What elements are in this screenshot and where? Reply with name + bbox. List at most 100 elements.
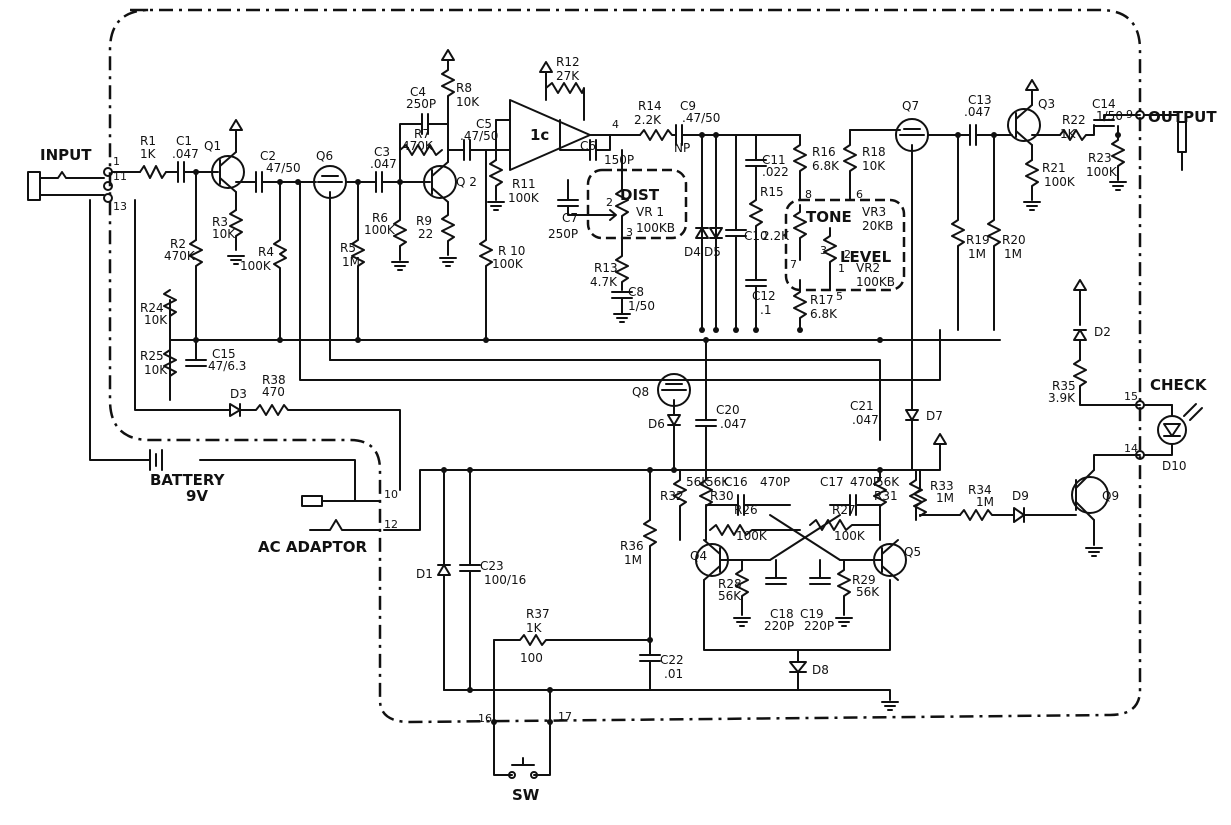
label-r37: R37 bbox=[526, 607, 550, 621]
ac-adaptor-label: AC ADAPTOR bbox=[258, 538, 367, 556]
label-r8v: 10K bbox=[456, 95, 480, 109]
tone-pin-8: 8 bbox=[805, 188, 812, 201]
label-r2v: 470K bbox=[164, 249, 196, 263]
label-r36v: 1M bbox=[624, 553, 642, 567]
label-c8v: 1/50 bbox=[628, 299, 655, 313]
label-r11v: 100K bbox=[508, 191, 540, 205]
label-c13: C13 bbox=[968, 93, 992, 107]
label-r5: R5 bbox=[340, 241, 356, 255]
label-r22v: 1K bbox=[1060, 127, 1077, 141]
label-r29: R29 bbox=[852, 573, 876, 587]
terminal-15: 15 bbox=[1124, 390, 1138, 403]
label-r4v: 100K bbox=[240, 259, 272, 273]
label-r12: R12 bbox=[556, 55, 580, 69]
label-c1v: .047 bbox=[172, 147, 199, 161]
label-r36: R36 bbox=[620, 539, 644, 553]
label-c22: C22 bbox=[660, 653, 684, 667]
label-r31: R31 bbox=[874, 489, 898, 503]
label-r30: R30 bbox=[710, 489, 734, 503]
label-r11: R11 bbox=[512, 177, 536, 191]
label-r10: R 10 bbox=[498, 244, 525, 258]
label-r23: R23 bbox=[1088, 151, 1112, 165]
vr1-pin-3: 3 bbox=[626, 226, 633, 239]
vr2-pin-3: 3 bbox=[820, 244, 827, 257]
label-c4: C4 bbox=[410, 85, 426, 99]
label-c5: C5 bbox=[476, 117, 492, 131]
ic-label: 1c bbox=[530, 126, 549, 144]
label-c18: C18 bbox=[770, 607, 794, 621]
opamp-ic1 bbox=[509, 99, 591, 171]
label-r37v: 1K bbox=[526, 621, 543, 635]
label-c10: C10 bbox=[744, 229, 768, 243]
level-label: LEVEL bbox=[840, 248, 892, 266]
tone-pin-5: 5 bbox=[836, 290, 843, 303]
label-c20v: .047 bbox=[720, 417, 747, 431]
label-d7: D7 bbox=[926, 409, 943, 423]
label-q5: Q5 bbox=[904, 545, 921, 559]
label-r4: R4 bbox=[258, 245, 274, 259]
terminal-17: 17 bbox=[558, 710, 572, 723]
ac-adaptor-jack bbox=[301, 495, 381, 531]
vr2-value: 100KB bbox=[856, 275, 895, 289]
label-d3: D3 bbox=[230, 387, 247, 401]
input-jack bbox=[27, 167, 113, 203]
label-c4v: 250P bbox=[406, 97, 436, 111]
label-d2: D2 bbox=[1094, 325, 1111, 339]
label-q1: Q1 bbox=[204, 139, 221, 153]
label-c12: C12 bbox=[752, 289, 776, 303]
label-r22: R22 bbox=[1062, 113, 1086, 127]
label-r33v: 1M bbox=[936, 491, 954, 505]
label-d9: D9 bbox=[1012, 489, 1029, 503]
label-r6: R6 bbox=[372, 211, 388, 225]
label-r8: R8 bbox=[456, 81, 472, 95]
label-r35v: 3.9K bbox=[1048, 391, 1076, 405]
led-d10 bbox=[1143, 403, 1203, 456]
battery-voltage: 9V bbox=[186, 487, 208, 505]
battery-label: BATTERY bbox=[150, 471, 226, 489]
terminal-16: 16 bbox=[478, 712, 492, 725]
label-d8: D8 bbox=[812, 663, 829, 677]
label-r7: R7 bbox=[414, 127, 430, 141]
label-r29v: 56K bbox=[856, 585, 880, 599]
label-q2: Q 2 bbox=[456, 175, 477, 189]
transistor-q9 bbox=[1071, 469, 1109, 521]
label-r17v: 6.8K bbox=[810, 307, 838, 321]
label-r7v: 470K bbox=[402, 139, 434, 153]
label-c14: C14 bbox=[1092, 97, 1116, 111]
transistor-q3 bbox=[1007, 104, 1041, 146]
label-r3v: 10K bbox=[212, 227, 236, 241]
label-r15v: 2.2K bbox=[762, 229, 790, 243]
input-label: INPUT bbox=[40, 146, 92, 164]
terminal-9: 9 bbox=[1126, 108, 1133, 121]
label-r35: R35 bbox=[1052, 379, 1076, 393]
label-r32v: 56K bbox=[686, 475, 710, 489]
check-label: CHECK bbox=[1150, 376, 1208, 394]
label-q3: Q3 bbox=[1038, 97, 1055, 111]
label-c8: C8 bbox=[628, 285, 644, 299]
vr1-pin-2: 2 bbox=[606, 196, 613, 209]
label-r12v: 27K bbox=[556, 69, 580, 83]
vr3-label: VR3 bbox=[862, 205, 886, 219]
label-r28: R28 bbox=[718, 577, 742, 591]
label-r18v: 10K bbox=[862, 159, 886, 173]
footswitch bbox=[493, 639, 551, 779]
label-q7: Q7 bbox=[902, 99, 919, 113]
label-r16v: 6.8K bbox=[812, 159, 840, 173]
label-q9: Q9 bbox=[1102, 489, 1119, 503]
output-jack bbox=[1143, 114, 1187, 171]
label-c17: C17 bbox=[820, 475, 844, 489]
label-r30v: 56K bbox=[706, 475, 730, 489]
label-c6v: 150P bbox=[604, 153, 634, 167]
label-c18v: 220P bbox=[764, 619, 794, 633]
label-c17v: 470P bbox=[850, 475, 880, 489]
tone-label: TONE bbox=[806, 208, 852, 226]
terminal-11: 11 bbox=[113, 170, 127, 183]
vr3-value: 20KB bbox=[862, 219, 893, 233]
label-r19: R19 bbox=[966, 233, 990, 247]
label-r14v: 2.2K bbox=[634, 113, 662, 127]
label-r25v: 10K bbox=[144, 363, 168, 377]
label-c5v: .47/50 bbox=[460, 129, 498, 143]
label-r13: R13 bbox=[594, 261, 618, 275]
label-c3v: .047 bbox=[370, 157, 397, 171]
